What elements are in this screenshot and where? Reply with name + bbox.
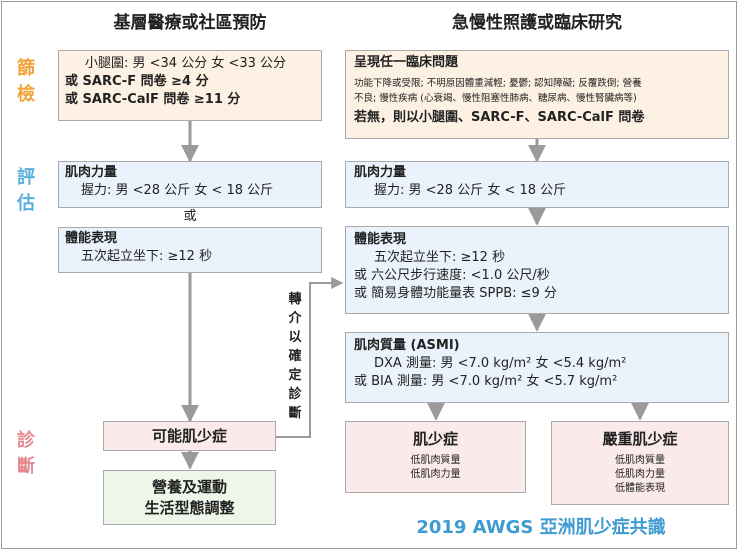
referral-char: 定 (288, 368, 302, 383)
right-screen-detail-2: 不良; 慢性疾病 (心衰竭、慢性阻塞性肺病、糖尿病、慢性腎臟病等) (354, 93, 637, 104)
side-char: 估 (17, 193, 35, 214)
left-action-line-2: 生活型態調整 (144, 499, 235, 517)
side-char: 診 (17, 430, 35, 451)
side-char: 篩 (17, 58, 35, 79)
right-mass-box: 肌肉質量 (ASMI) DXA 測量: 男 <7.0 kg/m² 女 <5.4 … (345, 332, 729, 403)
left-screen-box: 小腿圍: 男 <34 公分 女 <33 公分 或 SARC-F 問卷 ≥4 分 … (58, 50, 322, 121)
left-screen-line-3: 或 SARC-CalF 問卷 ≥11 分 (65, 92, 241, 107)
right-strength-title: 肌肉力量 (354, 165, 407, 180)
referral-char: 以 (288, 330, 302, 345)
left-perf-box: 體能表現 五次起立坐下: ≥12 秒 (58, 227, 322, 273)
referral-label: 轉 介 以 確 定 診 斷 (287, 290, 303, 423)
left-action-line-1: 營養及運動 (151, 478, 227, 496)
referral-char: 確 (288, 349, 302, 364)
left-strength-line: 握力: 男 <28 公斤 女 < 18 公斤 (81, 183, 274, 198)
right-mass-line-2: 或 BIA 測量: 男 <7.0 kg/m² 女 <5.7 kg/m² (354, 374, 618, 389)
side-char: 斷 (17, 456, 35, 477)
right-dx1-box: 肌少症 低肌肉質量 低肌肉力量 (345, 421, 526, 493)
col-right-title: 急慢性照護或臨床研究 (452, 13, 622, 33)
right-mass-line-1: DXA 測量: 男 <7.0 kg/m² 女 <5.4 kg/m² (374, 356, 627, 371)
left-screen-line-2: 或 SARC-F 問卷 ≥4 分 (65, 74, 209, 89)
referral-char: 診 (288, 387, 302, 402)
right-mass-title: 肌肉質量 (ASMI) (354, 338, 460, 353)
right-strength-box: 肌肉力量 握力: 男 <28 公斤 女 < 18 公斤 (345, 161, 729, 208)
left-screen-line-1: 小腿圍: 男 <34 公分 女 <33 公分 (85, 56, 287, 71)
right-dx2-line-1: 低肌肉質量 (615, 455, 665, 466)
referral-char: 轉 (288, 292, 302, 307)
left-strength-title: 肌肉力量 (65, 165, 118, 180)
side-label-assessment: 評 估 (14, 165, 38, 217)
right-dx2-line-2: 低肌肉力量 (615, 469, 665, 480)
side-label-diagnosis: 診 斷 (14, 428, 38, 480)
left-strength-box: 肌肉力量 握力: 男 <28 公斤 女 < 18 公斤 (58, 161, 322, 208)
right-screen-box: 呈現任一臨床問題 功能下降或受限; 不明原因體重減輕; 憂鬱; 認知障礙; 反覆… (345, 50, 729, 139)
arrow-referral (276, 277, 344, 438)
side-char: 評 (17, 167, 35, 188)
referral-char: 介 (288, 311, 302, 326)
left-perf-line: 五次起立坐下: ≥12 秒 (81, 249, 213, 264)
side-char: 檢 (17, 84, 35, 105)
right-dx2-line-3: 低體能表現 (615, 483, 665, 494)
left-or-label: 或 (183, 209, 197, 224)
right-dx2-title: 嚴重肌少症 (602, 430, 678, 448)
side-label-screening: 篩 檢 (14, 56, 38, 108)
footer-title: 2019 AWGS 亞洲肌少症共識 (416, 517, 666, 538)
left-action-box: 營養及運動 生活型態調整 (103, 470, 276, 525)
right-strength-line: 握力: 男 <28 公斤 女 < 18 公斤 (374, 183, 567, 198)
right-perf-title: 體能表現 (354, 232, 407, 247)
right-dx2-box: 嚴重肌少症 低肌肉質量 低肌肉力量 低體能表現 (551, 421, 729, 505)
right-screen-detail-1: 功能下降或受限; 不明原因體重減輕; 憂鬱; 認知障礙; 反覆跌倒; 營養 (354, 78, 642, 89)
right-dx1-line-1: 低肌肉質量 (410, 455, 461, 466)
right-screen-else: 若無，則以小腿圍、SARC-F、SARC-CalF 問卷 (354, 110, 645, 125)
left-perf-title: 體能表現 (65, 231, 118, 246)
right-dx1-title: 肌少症 (412, 430, 458, 448)
col-left-title: 基層醫療或社區預防 (113, 13, 267, 33)
right-screen-title: 呈現任一臨床問題 (354, 55, 459, 70)
right-perf-line-1: 五次起立坐下: ≥12 秒 (374, 250, 506, 265)
right-dx1-line-2: 低肌肉力量 (410, 469, 461, 480)
left-dx-box: 可能肌少症 (103, 421, 276, 451)
right-perf-line-2: 或 六公尺步行速度: <1.0 公尺/秒 (354, 268, 550, 283)
right-perf-box: 體能表現 五次起立坐下: ≥12 秒 或 六公尺步行速度: <1.0 公尺/秒 … (345, 226, 729, 314)
right-perf-line-3: 或 簡易身體功能量表 SPPB: ≤9 分 (354, 286, 557, 301)
left-dx-label: 可能肌少症 (151, 427, 227, 445)
referral-char: 斷 (288, 406, 302, 421)
